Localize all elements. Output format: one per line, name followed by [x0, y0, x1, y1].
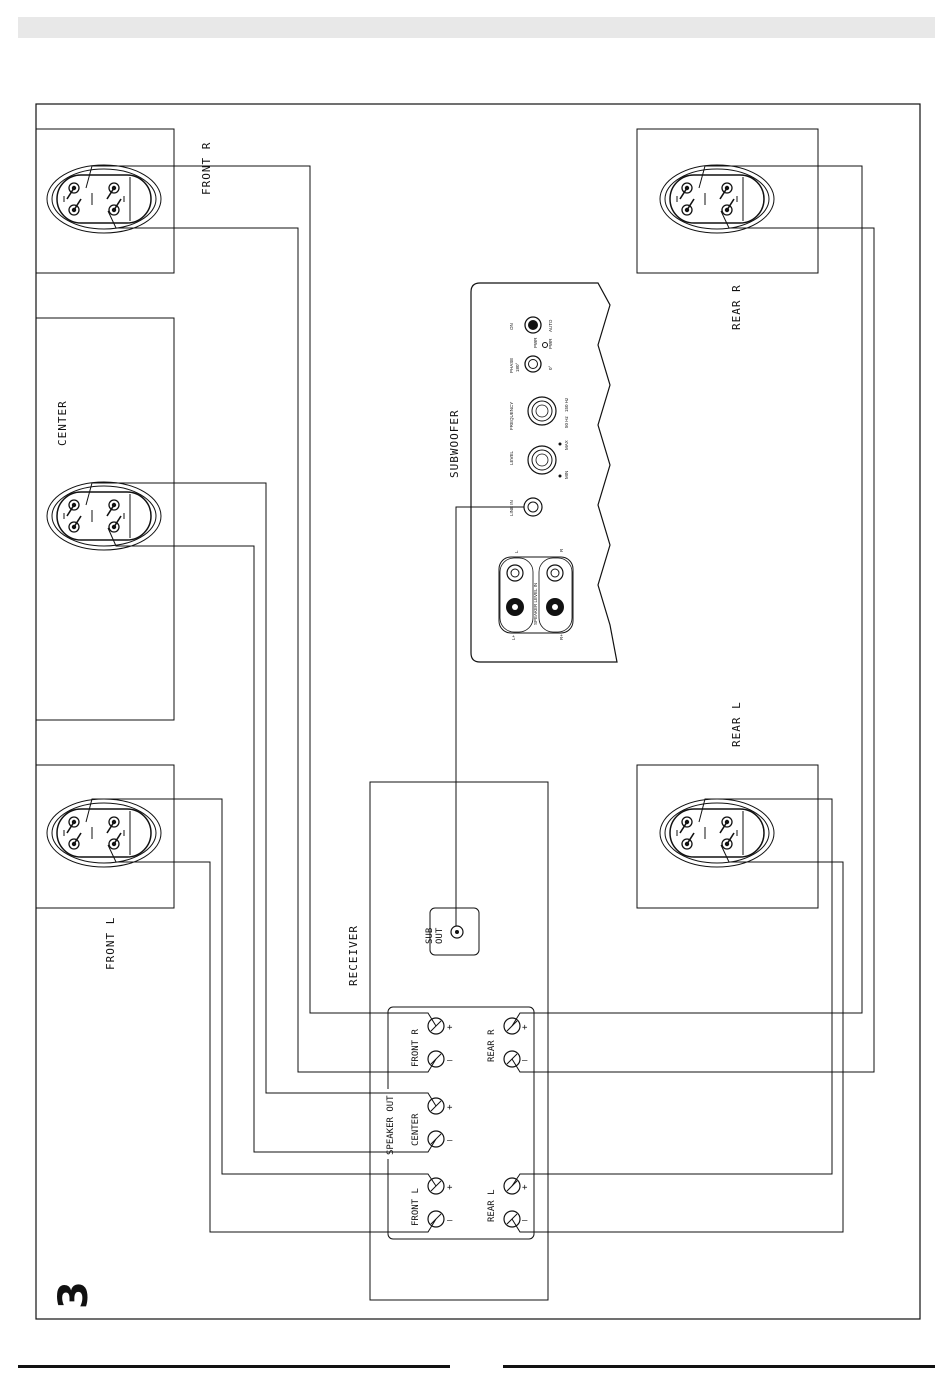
footer-rule-right [503, 1365, 935, 1368]
terminal-plate-center [47, 482, 161, 550]
footer-rule-left [18, 1365, 450, 1368]
label-freq-150: 150 Hz [564, 397, 569, 412]
line-in-jack[interactable] [524, 498, 542, 516]
label-center: CENTER [56, 400, 69, 446]
plus-mark: + [522, 1183, 528, 1193]
label-pwr-on: PWR [548, 338, 553, 349]
label-level-min: MIN [564, 471, 569, 479]
minus-mark: – [447, 1136, 453, 1146]
label-recv-front-r: FRONT R [411, 1028, 421, 1067]
label-speaker-out: SPEAKER OUT [386, 1095, 396, 1155]
label-level-max: MAX [564, 440, 569, 450]
label-pwr: PWR [533, 337, 538, 348]
label-phase-0: 0° [548, 365, 553, 370]
plus-mark: + [447, 1183, 453, 1193]
label-sub: SUB [425, 928, 435, 944]
label-recv-center: CENTER [411, 1113, 421, 1146]
label-l-plus: L+ [511, 634, 516, 640]
label-rear-r: REAR R [730, 284, 743, 330]
label-front-r: FRONT R [200, 142, 213, 195]
label-r-plus: R+ [559, 634, 564, 640]
minus-mark: – [447, 1056, 453, 1066]
label-phase-180: 180° [515, 362, 520, 372]
label-freq-50: 50 Hz [564, 415, 569, 428]
plus-mark: + [522, 1023, 528, 1033]
label-out: OUT [435, 927, 445, 944]
minus-mark: – [522, 1056, 528, 1066]
plus-mark: + [447, 1023, 453, 1033]
speaker-in-r-minus[interactable] [547, 565, 563, 581]
label-phase: PHASE [509, 358, 514, 373]
label-recv-rear-l: REAR L [487, 1189, 497, 1222]
label-front-l: FRONT L [104, 917, 117, 970]
terminal-plate-rear-r [660, 165, 774, 233]
label-subwoofer: SUBWOOFER [448, 409, 461, 478]
label-on: ON [509, 323, 514, 330]
label-auto: AUTO [548, 319, 553, 332]
figure-number: 3 [51, 1281, 97, 1309]
label-receiver: RECEIVER [347, 925, 360, 986]
label-level: LEVEL [509, 450, 514, 465]
minus-mark: – [522, 1216, 528, 1226]
terminal-plate-front-l [47, 799, 161, 867]
label-frequency: FREQUENCY [509, 402, 514, 430]
terminal-plate-front-r [47, 165, 161, 233]
label-rear-l: REAR L [730, 701, 743, 747]
terminal-plate-rear-l [660, 799, 774, 867]
minus-mark: – [447, 1216, 453, 1226]
phase-switch[interactable] [525, 356, 541, 372]
label-line-in: LINE IN [509, 500, 514, 516]
speaker-out-block [388, 1007, 534, 1239]
speaker-in-l-minus[interactable] [507, 565, 523, 581]
label-recv-front-l: FRONT L [411, 1188, 421, 1226]
label-recv-rear-r: REAR R [487, 1029, 497, 1062]
plus-mark: + [447, 1103, 453, 1113]
label-speaker-level-in: SPEAKER LEVEL IN [533, 583, 538, 625]
